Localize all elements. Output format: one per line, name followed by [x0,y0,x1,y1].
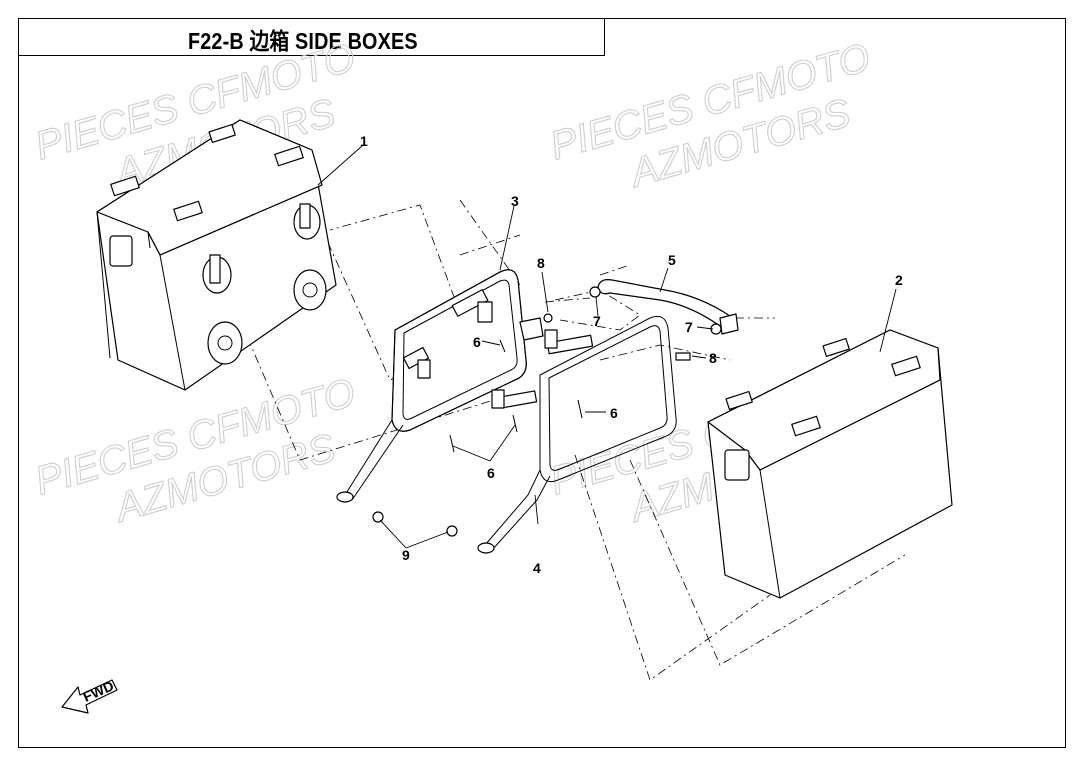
callout-7-a: 7 [593,313,601,329]
callout-labels: 1 2 3 4 5 6 6 6 7 7 8 8 9 [360,133,903,576]
callout-6-a: 6 [473,334,481,350]
callout-1: 1 [360,133,368,149]
title-box [18,18,605,56]
callout-4: 4 [533,560,541,576]
side-box-right [707,329,953,599]
callout-6-b: 6 [487,465,495,481]
fwd-arrow: FWD [61,677,118,714]
callout-6-c: 6 [610,405,618,421]
rack-frame-left [336,269,544,503]
fasteners [372,286,722,537]
callout-7-b: 7 [685,319,693,335]
leader-lines [317,145,897,549]
callout-3: 3 [511,193,519,209]
callout-9: 9 [402,547,410,563]
rack-frame-right [477,315,677,554]
callout-5: 5 [668,252,676,268]
side-box-left [96,119,337,391]
page-title: F22-B 边箱 SIDE BOXES [188,28,418,54]
fwd-label: FWD [80,677,116,705]
callout-2: 2 [895,272,903,288]
callout-8-a: 8 [537,255,545,271]
callout-8-b: 8 [709,350,717,366]
